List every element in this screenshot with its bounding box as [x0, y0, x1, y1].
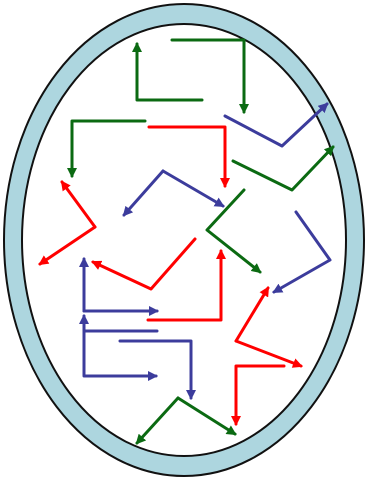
- red-path-4: [91, 237, 197, 291]
- green-path-7: [176, 396, 237, 436]
- green-path-2: [132, 42, 204, 102]
- green-path-4: [231, 145, 335, 192]
- blue-path-1: [223, 102, 329, 148]
- blue-path-3: [161, 169, 225, 208]
- green-path-1: [170, 38, 249, 114]
- red-path-7: [234, 339, 303, 368]
- red-path-1: [147, 125, 230, 188]
- red-path-3: [38, 225, 97, 266]
- red-path-8: [231, 364, 286, 426]
- blue-path-9: [118, 339, 196, 400]
- arrow-layer: [38, 38, 335, 445]
- green-path-5: [205, 188, 262, 274]
- container-membrane-inner: [21, 23, 347, 457]
- blue-path-4: [272, 210, 332, 294]
- green-path-3: [67, 119, 147, 178]
- blue-path-2: [122, 169, 165, 217]
- red-path-5: [146, 249, 226, 322]
- green-path-6: [135, 396, 180, 445]
- red-path-2: [60, 180, 97, 229]
- red-path-6: [234, 286, 270, 343]
- blue-path-8: [82, 329, 158, 381]
